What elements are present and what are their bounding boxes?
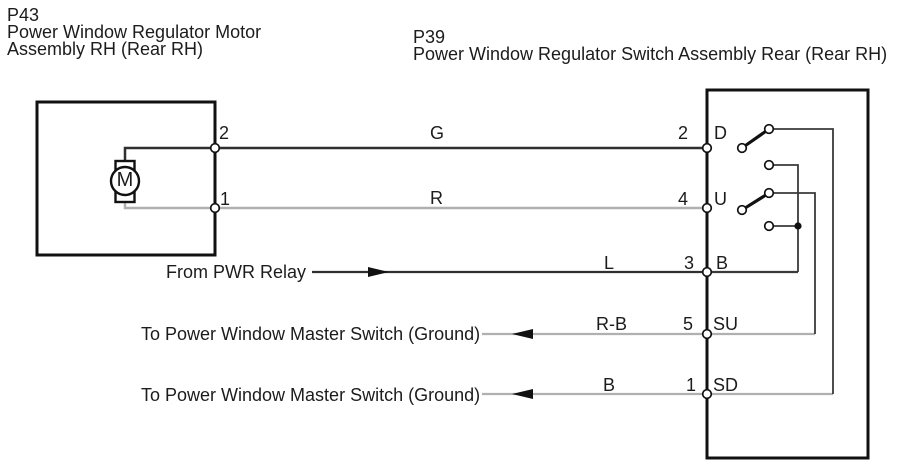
internal-wire-u-to-su — [773, 192, 816, 334]
wire-label-g: G — [430, 123, 445, 143]
wire-label-b: B — [603, 375, 616, 395]
terminal-motor-2 — [209, 142, 221, 154]
switch-pin-3: 3 — [684, 253, 695, 273]
motor-symbol-letter: M — [116, 169, 134, 191]
terminal-label-su: SU — [713, 314, 739, 334]
motor-pin-2: 2 — [219, 123, 230, 143]
contact-d-throw-sd — [763, 123, 775, 135]
motor-code: P43 — [7, 5, 40, 25]
terminal-label-b: B — [716, 253, 729, 273]
wire-r — [123, 202, 707, 210]
switch-arm-up — [743, 193, 768, 210]
contact-u-throw-su — [763, 187, 775, 199]
internal-wire-d-alt-to-b — [773, 164, 799, 272]
contact-u-throw-b — [763, 220, 775, 232]
wire-g — [123, 146, 707, 161]
contact-d-throw-b — [763, 159, 775, 171]
terminal-label-d: D — [714, 123, 727, 143]
arrow-left-icon — [512, 329, 533, 339]
arrow-right-icon — [368, 267, 389, 277]
motor-name-line2: Assembly RH (Rear RH) — [7, 39, 204, 59]
internal-wire-d-to-sd — [773, 128, 834, 394]
contact-u-common — [736, 204, 748, 216]
motor-name-line1: Power Window Regulator Motor — [7, 22, 262, 42]
junction-dot — [794, 222, 802, 230]
switch-pin-1: 1 — [686, 375, 697, 395]
switch-arm-down — [743, 129, 768, 148]
note-from-pwr-relay: From PWR Relay — [166, 262, 307, 282]
switch-name: Power Window Regulator Switch Assembly R… — [413, 44, 888, 64]
switch-code: P39 — [413, 27, 446, 47]
switch-pin-2: 2 — [678, 123, 689, 143]
arrow-left-icon — [512, 389, 533, 399]
switch-pin-4: 4 — [678, 189, 689, 209]
terminal-label-u: U — [714, 189, 727, 209]
terminal-switch-5 — [701, 328, 713, 340]
switch-pin-5: 5 — [683, 314, 694, 334]
wire-label-r: R — [430, 188, 443, 208]
note-to-master-switch-ground-2: To Power Window Master Switch (Ground) — [141, 385, 481, 405]
terminal-label-sd: SD — [713, 375, 739, 395]
wire-label-rb: R-B — [596, 314, 627, 334]
terminal-switch-1 — [701, 388, 713, 400]
terminal-switch-2 — [701, 142, 713, 154]
motor-pin-1: 1 — [220, 189, 231, 209]
terminal-motor-1 — [209, 202, 221, 214]
terminal-switch-4 — [701, 202, 713, 214]
wire-label-l: L — [604, 253, 615, 273]
terminal-switch-3 — [701, 266, 713, 278]
contact-d-common — [736, 142, 748, 154]
note-to-master-switch-ground-1: To Power Window Master Switch (Ground) — [141, 324, 481, 344]
switch-box-outline — [705, 88, 870, 460]
motor-circle-icon — [109, 165, 141, 197]
